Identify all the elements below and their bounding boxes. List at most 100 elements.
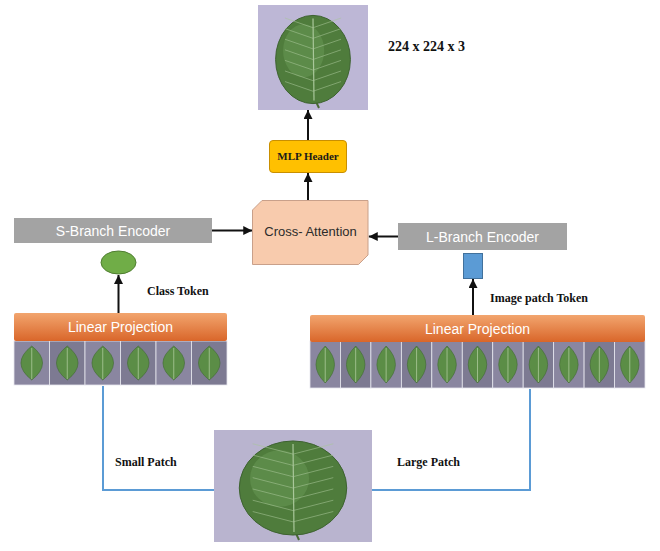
node-text: Linear Projection — [425, 321, 530, 337]
leaf-vein — [138, 348, 139, 379]
image-patch — [401, 341, 431, 388]
leaf-vein — [173, 348, 174, 379]
leaf-vein — [285, 18, 313, 28]
patch-label: Large Patch — [397, 455, 460, 470]
leaf-vein — [313, 29, 341, 39]
cross-attention-outline — [253, 201, 369, 265]
leaf-vein — [285, 71, 313, 81]
image-patch — [432, 341, 462, 388]
image-patch — [462, 341, 492, 388]
leaf-patch — [346, 346, 365, 383]
image-patch — [192, 341, 228, 385]
token-shape — [463, 253, 483, 279]
leaf-highlight — [250, 450, 309, 506]
leaf — [276, 15, 351, 103]
leaf-vein — [293, 444, 333, 454]
leaf-patch — [377, 346, 396, 383]
output-image: 224 x 224 x 3 — [258, 5, 368, 110]
image-patch — [371, 341, 401, 388]
leaf-vein — [386, 348, 387, 382]
node-text: Class Token — [147, 284, 209, 299]
leaf-patch — [92, 346, 114, 380]
leaf-vein — [285, 39, 313, 49]
leaf-vein — [538, 348, 539, 382]
node-text: Image patch Token — [490, 291, 588, 306]
leaf-vein — [253, 500, 293, 510]
node-text: MLP Header — [277, 150, 338, 163]
leaf-vein — [293, 466, 333, 476]
leaf-patch — [21, 346, 43, 380]
leaf-vein — [253, 489, 293, 499]
leaf-vein — [416, 348, 417, 382]
leaf-vein — [313, 71, 341, 81]
leaf-patch — [468, 346, 487, 383]
leaf-vein — [253, 444, 293, 454]
leaf-vein — [102, 348, 103, 379]
arrow-connector — [307, 110, 309, 140]
leaf-patch — [438, 346, 457, 383]
leaf-vein — [285, 50, 313, 60]
leaf-vein — [285, 29, 313, 39]
arrow-connector — [472, 279, 474, 315]
leaf-vein — [293, 500, 333, 510]
cross-attention-box: Cross- Attention — [252, 200, 369, 265]
image-patch — [14, 341, 50, 385]
arrow-connector — [118, 275, 120, 313]
leaf-vein — [477, 348, 478, 382]
arrow-connector — [212, 230, 252, 232]
leaf-patch — [198, 346, 220, 380]
token-shape — [100, 250, 137, 275]
leaf-vein — [313, 18, 341, 28]
image-background — [214, 430, 372, 542]
image-patch — [340, 341, 370, 388]
leaf-vein — [293, 478, 333, 488]
leaf-vein — [447, 348, 448, 382]
class-token: Class Token — [100, 250, 137, 275]
image-patch — [523, 341, 553, 388]
arrow-connector — [369, 236, 398, 238]
image-patch — [615, 341, 645, 388]
arrow-connector — [307, 173, 309, 200]
leaf-vein — [313, 39, 341, 49]
leaf-vein — [293, 455, 333, 465]
encoder-box: S-Branch Encoder — [14, 218, 212, 243]
image-patch — [554, 341, 584, 388]
image-patch — [85, 341, 121, 385]
leaf-vein — [507, 348, 508, 382]
patch-line — [103, 386, 214, 490]
leaf-vein — [325, 348, 326, 382]
image-patch — [50, 341, 86, 385]
leaf — [239, 441, 346, 535]
projection-bar: Linear Projection — [310, 315, 645, 342]
leaf-patch — [407, 346, 426, 383]
class-token-shape — [101, 251, 136, 274]
leaf-vein — [629, 348, 630, 382]
patch-line — [372, 389, 530, 490]
encoder-box: L-Branch Encoder — [398, 223, 567, 250]
projection-bar: Linear Projection — [14, 313, 227, 341]
leaf-vein — [285, 60, 313, 70]
leaf-vein — [355, 348, 356, 382]
patch-token: Image patch Token — [463, 253, 483, 279]
leaf-vein — [253, 478, 293, 488]
leaf-highlight — [283, 24, 324, 77]
leaf-patch — [621, 346, 640, 383]
node-text: 224 x 224 x 3 — [388, 39, 465, 55]
image-patch — [156, 341, 192, 385]
node-text: L-Branch Encoder — [426, 229, 539, 245]
image-patch — [584, 341, 614, 388]
node-text: S-Branch Encoder — [56, 223, 170, 239]
leaf-patch — [590, 346, 609, 383]
leaf-vein — [293, 512, 333, 522]
image-patch — [121, 341, 157, 385]
node-text: Cross- Attention — [264, 224, 357, 240]
leaf-vein — [285, 82, 313, 92]
image-patch — [493, 341, 523, 388]
leaf-vein — [313, 60, 341, 70]
leaf-vein — [253, 512, 293, 522]
leaf-patch — [499, 346, 518, 383]
leaf-patch — [127, 346, 149, 380]
leaf-vein — [253, 466, 293, 476]
node-text: Linear Projection — [68, 319, 173, 335]
patch-token-shape — [464, 254, 483, 279]
